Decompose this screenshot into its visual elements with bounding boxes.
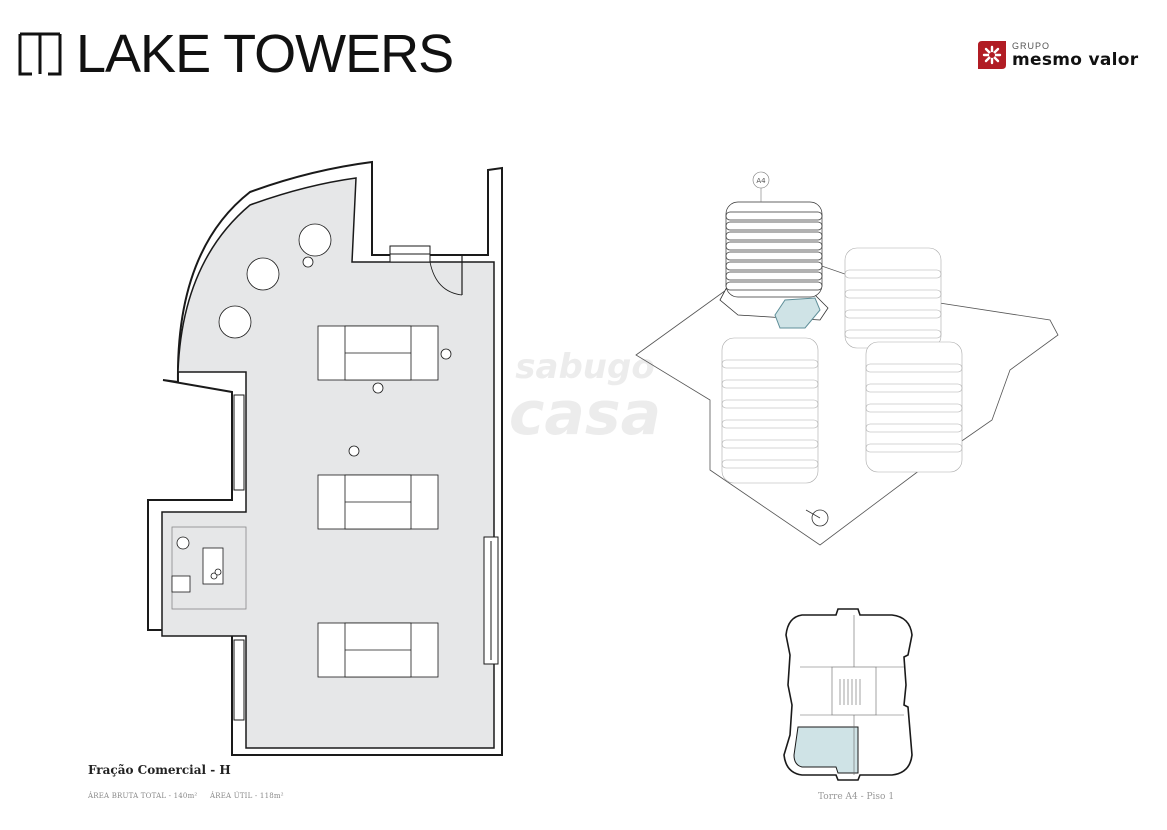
unit-title: Fração Comercial - H — [88, 763, 231, 777]
gross-area-label: ÁREA BRUTA TOTAL - 140m² — [88, 792, 198, 800]
project-title: LAKE TOWERS — [76, 24, 454, 84]
window-strips — [233, 394, 499, 721]
tower-front-right — [865, 341, 963, 473]
tower-front-left — [721, 337, 819, 484]
highlighted-unit — [774, 297, 821, 329]
partner-group-label: GRUPO — [1012, 40, 1051, 51]
key-plan — [783, 608, 913, 781]
watermark: sabugo casa — [508, 347, 662, 449]
tower-a4: A4 — [719, 171, 829, 329]
net-area-label: ÁREA ÚTIL - 118m² — [210, 792, 284, 800]
tower-tag: A4 — [756, 177, 766, 185]
partner-logo: GRUPO mesmo valor — [976, 38, 1138, 72]
tower-back-right — [844, 247, 942, 349]
project-logo: LAKE TOWERS — [16, 24, 454, 84]
people-figures — [176, 256, 452, 550]
desks — [317, 325, 439, 678]
floor-plan — [147, 160, 503, 756]
lake-towers-logo-icon — [18, 32, 62, 76]
side-room-furniture — [171, 547, 224, 593]
keyplan-caption: Torre A4 - Piso 1 — [818, 792, 895, 802]
site-context-diagram: A4 — [635, 171, 1059, 546]
round-tables — [218, 223, 332, 339]
partner-name: mesmo valor — [1012, 49, 1139, 70]
top-opening — [389, 245, 463, 296]
keyplan-core — [800, 615, 904, 775]
keyplan-highlighted-unit — [793, 726, 859, 774]
mesmo-valor-logo-icon — [978, 41, 1006, 69]
north-arrow-icon — [805, 509, 829, 527]
